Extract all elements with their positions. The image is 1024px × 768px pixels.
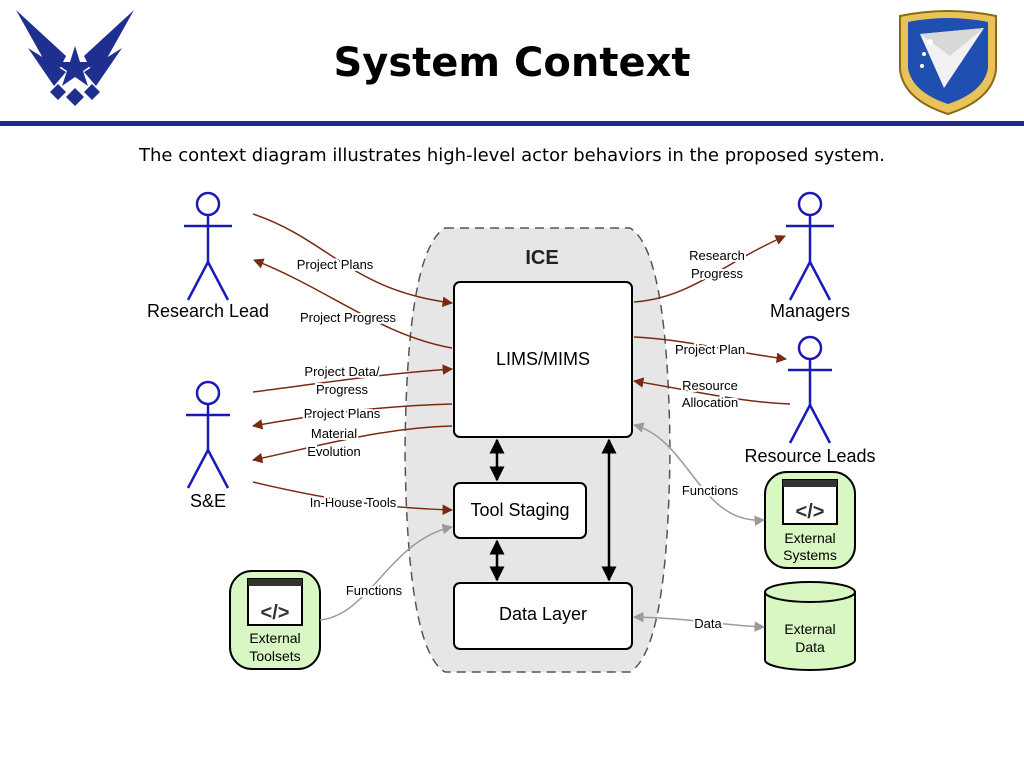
edge-label-project-progress-rl: Project Progress [300, 310, 397, 325]
edge-label-functions-toolsets: Functions [346, 583, 403, 598]
data-layer-box [453, 582, 633, 650]
flow-project-plan-leads [633, 336, 788, 364]
air-force-wings-icon [16, 10, 134, 106]
data-layer-label: Data Layer [499, 604, 587, 624]
flow-functions-toolsets [319, 523, 454, 621]
edge-label-project-plan-leads: Project Plan [675, 342, 745, 357]
tool-staging-box [453, 482, 587, 539]
edge-label-resource-allocation-line1: Resource [682, 378, 738, 393]
flow-functions-systems [632, 422, 766, 526]
flow-project-plans-rl [252, 213, 454, 308]
actor-se [186, 380, 230, 489]
edge-label-project-plans-rl: Project Plans [297, 257, 374, 272]
edge-label-material-evolution-line1: Material [311, 426, 357, 441]
actor-resource-leads-label: Resource Leads [744, 446, 875, 466]
edge-label-resource-allocation-line2: Allocation [682, 395, 738, 410]
edge-label-in-house-tools: In-House Tools [310, 495, 397, 510]
flow-data [632, 611, 766, 632]
external-data: External Data [764, 581, 856, 671]
edge-label-project-data-progress-line1: Project Data/ [304, 364, 380, 379]
flow-research-progress [633, 235, 786, 303]
external-systems-label-line1: External [784, 530, 835, 546]
page-title: System Context [333, 40, 691, 86]
header-divider [0, 121, 1024, 126]
actor-managers [786, 191, 834, 301]
lims-mims-box [453, 281, 633, 438]
lims-mims-label: LIMS/MIMS [496, 349, 590, 369]
tool-staging-label: Tool Staging [470, 500, 569, 520]
flow-project-data-progress [252, 364, 454, 393]
edge-label-data: Data [694, 616, 722, 631]
edge-label-research-progress-line2: Progress [691, 266, 744, 281]
ice-boundary-label: ICE [525, 247, 558, 269]
edge-label-project-data-progress-line2: Progress [316, 382, 369, 397]
code-icon: </> [261, 602, 290, 624]
external-systems: </> External Systems [764, 471, 856, 569]
actor-research-lead [184, 191, 232, 301]
external-systems-label-line2: Systems [783, 547, 837, 563]
code-icon: </> [796, 501, 825, 523]
external-data-label-line2: Data [795, 639, 825, 655]
slide-header: System Context [0, 0, 1024, 120]
flow-resource-allocation [632, 377, 791, 405]
flow-project-progress-rl [253, 258, 453, 349]
external-data-label-line1: External [784, 621, 835, 637]
edge-label-functions-systems: Functions [682, 483, 739, 498]
external-toolsets-label-line1: External [249, 630, 300, 646]
flow-in-house-tools [252, 481, 454, 515]
afrl-shield-icon [899, 10, 997, 116]
flow-project-plans-se [251, 403, 453, 430]
edge-label-material-evolution-line2: Evolution [307, 444, 360, 459]
flow-material-evolution [251, 425, 453, 464]
edge-label-project-plans-se: Project Plans [304, 406, 381, 421]
actor-resource-leads [788, 335, 832, 444]
external-toolsets: </> External Toolsets [229, 570, 321, 670]
actor-research-lead-label: Research Lead [147, 301, 269, 321]
actor-se-label: S&E [190, 491, 226, 511]
slide-subtitle: The context diagram illustrates high-lev… [139, 145, 885, 166]
external-toolsets-label-line2: Toolsets [249, 648, 300, 664]
edge-label-research-progress-line1: Research [689, 248, 745, 263]
actor-managers-label: Managers [770, 301, 850, 321]
